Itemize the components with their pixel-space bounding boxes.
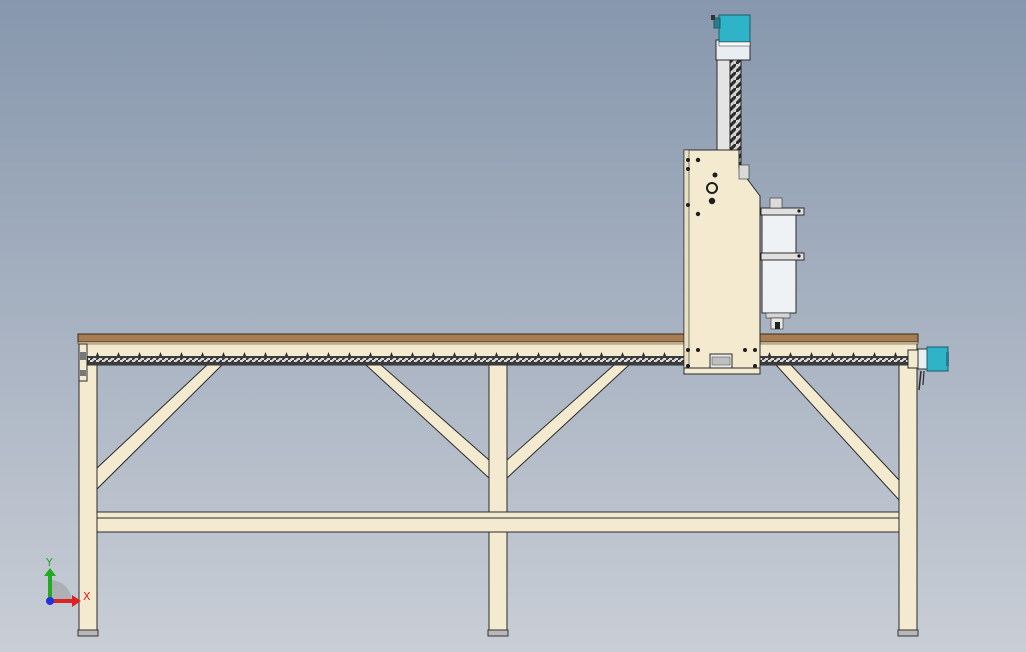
bolt [712,172,718,178]
tabletop [77,333,919,343]
tabletop-edge [77,341,919,345]
x-lead-screw [88,358,914,362]
triad-arc [50,580,72,602]
bolt [695,211,701,217]
bolt [695,157,701,163]
gantry-foot [683,367,761,375]
x-motor-cap [946,352,949,366]
bolt [686,348,690,352]
rail-bolt [579,352,582,356]
rail-bolt [411,352,414,356]
rail-bolt [327,352,330,356]
bolt [696,348,700,352]
rail-bolt [390,352,393,356]
rail-bolt [285,352,288,356]
rail-bolt [789,352,792,356]
bolt [686,167,690,171]
x-motor [926,346,949,372]
rail-bolt [852,352,855,356]
rail-bolt [222,352,225,356]
foot-middle [487,629,509,637]
rail-bolt [264,352,267,356]
y-axis-arrowhead [44,568,56,576]
gantry-port [708,197,716,205]
rail-bolt [642,352,645,356]
gantry-top-block [738,164,750,180]
middle-leg [488,364,508,634]
x-axis-arrowhead [72,595,81,607]
clamp-bolt [797,254,801,258]
x-axis-label: X [83,590,91,603]
rail-bolt [768,352,771,356]
y-axis-label: Y [45,556,53,569]
rail-bolt [663,352,666,356]
gantry-port-ring [706,182,718,194]
z-axis-origin [46,597,54,605]
rail-bolt [453,352,456,356]
rail-bolt [495,352,498,356]
gantry-nut-inner [711,356,731,366]
right-leg [898,364,918,634]
spindle-nose [765,312,791,319]
rail-bolt [96,352,99,356]
foot-left [77,629,99,637]
rail-bolt [621,352,624,356]
right-end-plate [907,349,919,369]
clamp-bolt [797,209,801,213]
z-coupler [718,41,751,47]
rail-bolt [537,352,540,356]
x-motor-cable-2 [922,370,925,386]
bolt [753,348,757,352]
rail-bolt [558,352,561,356]
z-motor-cap [713,17,721,29]
leveling-feet [77,629,919,637]
lower-cross-bar [96,517,900,533]
bolt [743,348,747,352]
spindle-cap [769,197,783,209]
coordinate-triad: Y X [44,556,91,607]
upper-cross-bar [96,511,900,519]
bolt [686,158,690,162]
rail-bolt [180,352,183,356]
z-motor [718,14,751,43]
left-bearing-block-lower [80,370,86,376]
foot-right [897,629,919,637]
rail-bolt [600,352,603,356]
rail-bolt [516,352,519,356]
left-bearing-block [80,352,86,360]
gantry-side-flange [683,149,690,375]
rail-bolt [201,352,204,356]
rail-bolt [159,352,162,356]
bolt [753,364,757,368]
bolt [686,203,690,207]
gantry-side-plate [683,149,761,375]
rail-bolt [831,352,834,356]
rail-bolt [432,352,435,356]
rail-bolt [348,352,351,356]
z-motor-connector [711,15,715,20]
gantry-bolts [686,157,757,368]
left-end-plate [78,343,88,382]
rail-bolt [894,352,897,356]
bolt [686,364,690,368]
spindle-bit [775,322,780,329]
rail-bolt [369,352,372,356]
rail-bolt [474,352,477,356]
rail-bolt [243,352,246,356]
rail-bolt [810,352,813,356]
spindle-clamp-lower [760,252,805,261]
rail-bolt [873,352,876,356]
rail-bolt [306,352,309,356]
rail-bolt [138,352,141,356]
x-motor-cable [918,370,922,391]
rail-bolt [117,352,120,356]
spindle-body [761,214,797,314]
